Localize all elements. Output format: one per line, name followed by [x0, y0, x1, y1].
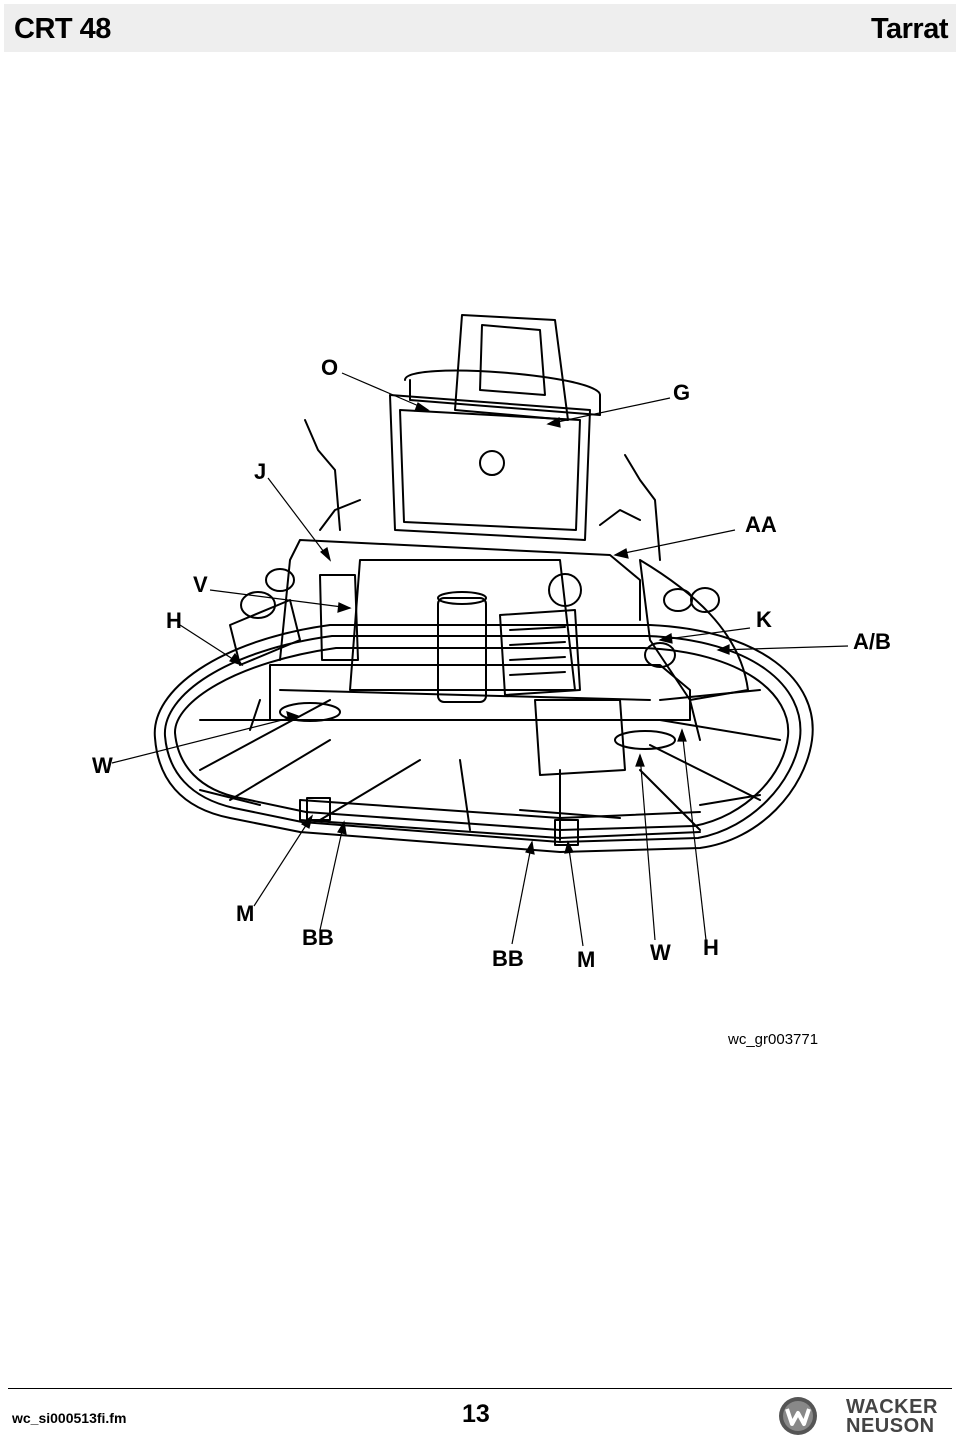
callout-o: O — [321, 355, 339, 380]
callout-bb-right: BB — [492, 946, 524, 971]
callout-h-right: H — [703, 935, 719, 960]
callout-v: V — [193, 572, 208, 597]
brand-wordmark: WACKER NEUSON — [846, 1396, 956, 1437]
callout-aa: AA — [745, 512, 777, 537]
callout-j: J — [254, 459, 267, 484]
page-number: 13 — [462, 1400, 490, 1428]
callout-k: K — [756, 607, 772, 632]
callout-ab: A/B — [853, 629, 891, 654]
machine-illustration — [111, 314, 849, 947]
brand-line-2: NEUSON — [846, 1415, 935, 1437]
section-title: Tarrat — [870, 13, 949, 45]
wacker-neuson-logo-icon — [779, 1397, 817, 1435]
callout-m-left: M — [236, 901, 255, 926]
footer-divider — [8, 1388, 952, 1389]
callout-bb-left: BB — [302, 925, 334, 950]
page-header: CRT 48 Tarrat — [4, 4, 956, 52]
callout-g: G — [673, 380, 691, 405]
callout-m-right: M — [577, 947, 596, 972]
model-title: CRT 48 — [14, 13, 111, 45]
figure-id: wc_gr003771 — [728, 1031, 819, 1048]
brand-line-1: WACKER — [846, 1396, 938, 1418]
callout-w-left: W — [92, 753, 113, 778]
callout-h-left: H — [166, 608, 182, 633]
callout-w-right: W — [650, 940, 671, 965]
footer-filename: wc_si000513fi.fm — [12, 1410, 127, 1426]
